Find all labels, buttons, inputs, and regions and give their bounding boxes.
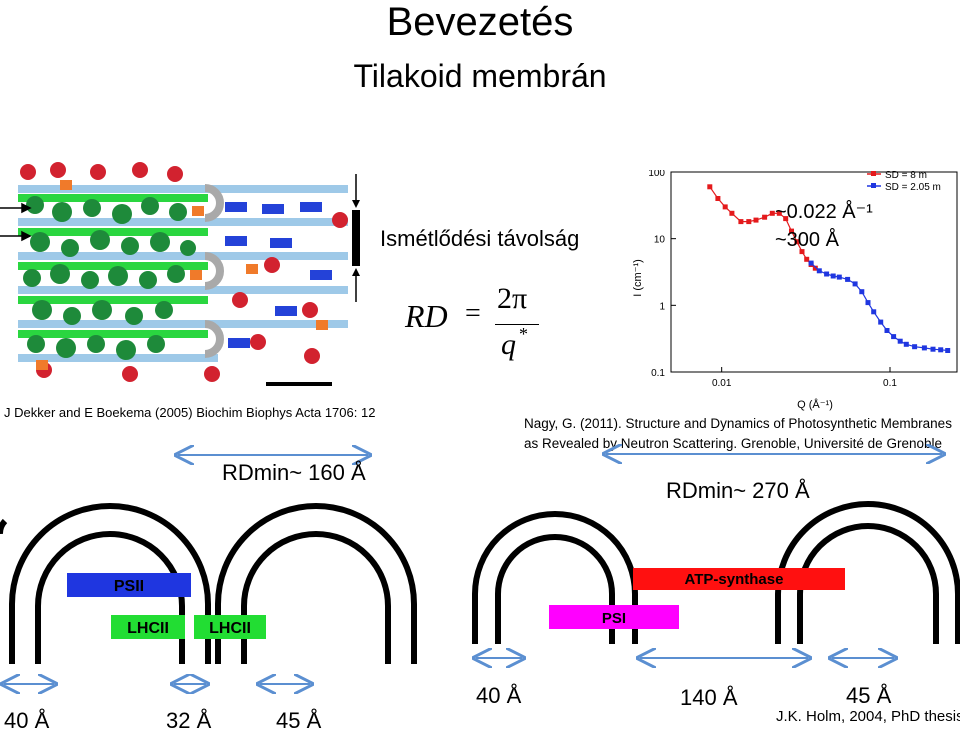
page-subtitle: Tilakoid membrán [353, 58, 607, 94]
membrane-figure-caption: J Dekker and E Boekema (2005) Biochim Bi… [4, 405, 376, 420]
y-tick-label: 0.1 [651, 368, 665, 379]
legend-entry-2: SD = 2.05 m [885, 182, 941, 193]
fraction-bar [495, 324, 539, 325]
data-point-series-1 [753, 217, 759, 223]
atp-synthase-label: ATP-synthase [685, 571, 784, 588]
data-point-series-1 [729, 210, 735, 216]
distance-label-4: 40 Å [476, 683, 522, 708]
formula-lhs: RD [405, 298, 448, 334]
y-tick-label: 1 [659, 301, 665, 312]
y-tick-label: 10 [654, 235, 666, 246]
x-axis-label: Q (Å⁻¹) [797, 398, 833, 411]
chart-annotation-q: ~0.022 Å⁻¹ [775, 200, 873, 223]
data-point-series-1 [707, 184, 713, 190]
data-point-series-1 [794, 239, 800, 245]
atp-synthase-complex [633, 568, 845, 590]
formula-equals: = [465, 298, 481, 329]
data-point-series-1 [715, 196, 721, 201]
data-point-series-2 [891, 334, 897, 340]
data-point-series-2 [852, 281, 858, 287]
rdmin-label-left: RDmin~ 160 Å [222, 460, 366, 485]
y-tick-label: 100 [648, 170, 665, 179]
x-tick-label: 0.1 [883, 378, 897, 389]
formula-denominator: q [501, 328, 516, 361]
data-point-series-2 [921, 345, 927, 351]
data-point-series-2 [897, 338, 903, 344]
page-title: Bevezetés [386, 0, 574, 44]
psii-label: PSII [114, 578, 144, 595]
repeat-distance-label: Ismétlődési távolság [380, 226, 580, 251]
plot-frame [670, 171, 958, 373]
data-point-series-1 [746, 219, 752, 225]
data-point-series-1 [762, 214, 768, 220]
data-point-series-2 [938, 347, 944, 353]
grana-membrane-diagram-right: ATP-synthase PSI [472, 444, 960, 733]
data-point-series-1 [812, 265, 818, 271]
data-point-series-1 [804, 256, 810, 262]
data-point-series-2 [824, 271, 830, 277]
data-point-series-1 [738, 219, 744, 225]
distance-label-2: 32 Å [166, 708, 212, 733]
data-point-series-1 [769, 210, 775, 216]
psii-complex [67, 573, 191, 597]
data-point-series-2 [865, 300, 871, 306]
legend-entry-1: SD = 8 m [885, 170, 927, 181]
y-axis-label: I (cm⁻¹) [632, 259, 644, 297]
data-point-series-2 [845, 276, 851, 282]
data-point-series-2 [859, 289, 865, 295]
repeat-distance-formula: RD = 2π q * [405, 282, 545, 374]
rdmin-label-right: RDmin~ 270 Å [666, 478, 810, 503]
data-point-series-2 [945, 348, 951, 353]
formula-numerator: 2π [497, 282, 528, 315]
distance-label-5: 140 Å [680, 685, 738, 710]
lhcii-complex-1 [111, 615, 185, 639]
psi-label: PSI [602, 610, 626, 627]
data-point-series-1 [799, 249, 805, 255]
data-point-series-1 [722, 204, 728, 210]
data-point-series-2 [912, 344, 918, 350]
x-tick-label: 0.01 [712, 378, 732, 389]
data-point-series-2 [930, 346, 936, 352]
data-point-series-1 [776, 210, 782, 216]
data-point-series-2 [871, 309, 877, 315]
data-point-series-2 [836, 274, 842, 280]
data-point-series-2 [903, 341, 909, 347]
chart-annotation-d: ~300 Å [775, 228, 840, 251]
sans-intensity-chart: 0.1 1 10 100 0.01 0.1 I (cm⁻¹) Q (Å⁻¹) SD = … [632, 170, 958, 411]
psi-complex [549, 605, 679, 629]
chart-legend: SD = 8 m SD = 2.05 m [867, 170, 941, 193]
data-point-series-1 [783, 216, 789, 222]
distance-label-1: 40 Å [4, 708, 50, 733]
data-point-series-2 [808, 260, 814, 266]
data-point-series-2 [878, 319, 884, 325]
data-point-series-2 [884, 328, 890, 333]
lhcii-label-2: LHCII [209, 620, 251, 637]
grana-membrane-diagram-left: PSII LHCII LHCII [0, 444, 417, 733]
data-point-series-1 [789, 228, 794, 234]
lhcii-complex-2 [194, 615, 266, 639]
data-point-series-2 [830, 273, 836, 279]
thylakoid-membrane-illustration [0, 162, 360, 386]
formula-superscript: * [519, 324, 528, 344]
lhcii-label-1: LHCII [127, 620, 169, 637]
distance-label-3: 45 Å [276, 708, 322, 733]
thesis-credit: J.K. Holm, 2004, PhD thesis [776, 708, 960, 725]
distance-label-6: 45 Å [846, 683, 892, 708]
data-point-series-2 [816, 268, 822, 274]
